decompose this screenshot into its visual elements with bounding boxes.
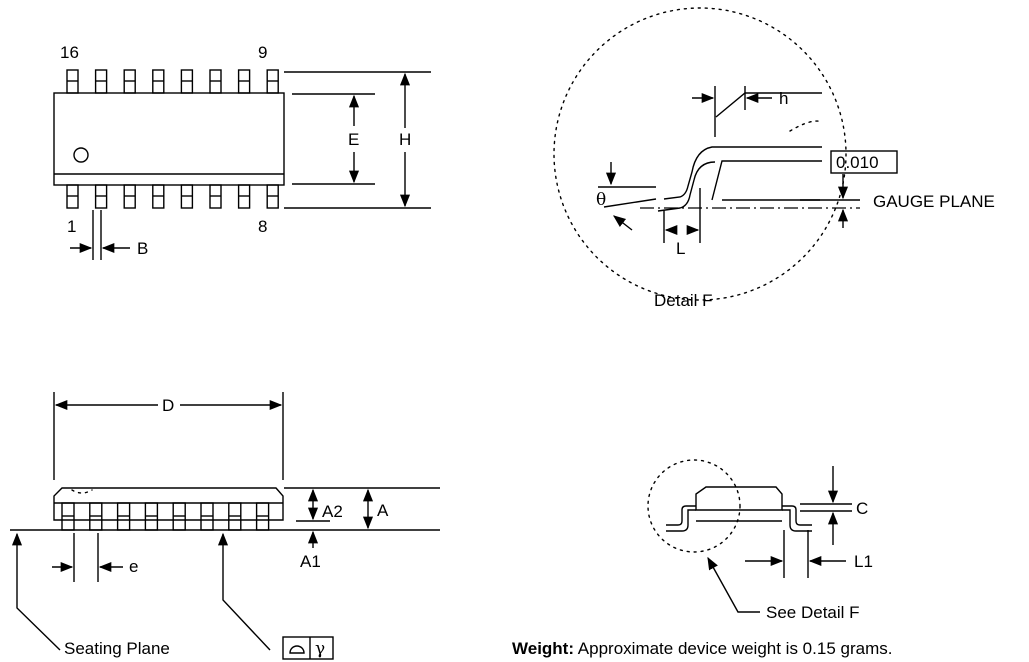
dim-C-label: C [856,499,868,518]
weight-label: Weight: [512,639,574,658]
seating-plane-label: Seating Plane [64,639,170,658]
lead [180,184,194,209]
lead [66,69,79,94]
dim-B-label: B [137,239,148,258]
detail-f-caption: Detail F [654,291,713,310]
dim-B: B [70,210,148,260]
weight-text: Approximate device weight is 0.15 grams. [574,639,892,658]
lead [123,184,136,209]
lead [255,502,270,531]
weight-note: Weight: Approximate device weight is 0.1… [512,639,892,658]
pin-1-label: 1 [67,217,76,236]
lead [237,69,251,94]
lead [94,69,108,94]
lead [116,502,131,531]
side-leads [61,502,270,531]
pin-9-label: 9 [258,43,267,62]
gauge-plane-label: GAUGE PLANE [873,192,995,211]
dim-A2-label: A2 [322,502,343,521]
side-view: D A2 A A1 e Seating Plane γ [10,392,440,660]
lead [209,184,222,209]
theta-label: θ [596,190,606,210]
gamma-label: γ [315,639,325,659]
lead [200,502,214,531]
lead [61,502,75,531]
lead [144,502,159,531]
lead [266,69,279,94]
lead [66,184,79,209]
see-detail-label: See Detail F [766,603,860,622]
body-edge [715,92,822,118]
profile-symbol-icon [289,645,305,654]
top-view: 16 9 1 8 E H B [53,43,431,260]
dim-A1-label: A1 [300,552,321,571]
dim-L1-label: L1 [854,552,873,571]
lead [152,69,165,94]
lead-outer [657,161,716,212]
lead-upper [663,146,822,200]
dim-D-label: D [162,396,174,415]
lead-inner-edge [711,160,822,201]
detail-circle [553,7,847,301]
dim-E: E [292,93,375,185]
end-view: C L1 See Detail F [647,459,873,622]
side-body [53,487,284,521]
detail-f: θ h 0.010 GAUGE PLANE L Detail F [553,7,995,310]
lead [89,502,103,531]
gauge-value-box [830,150,898,174]
dim-h-label: h [779,89,788,108]
coplanarity-box [282,636,334,660]
dim-A-label: A [377,501,389,520]
dim-H: H [284,71,431,209]
lead [123,69,136,94]
dim-L-label: L [676,239,685,258]
detail-ref-circle [647,459,741,553]
pin-8-label: 8 [258,217,267,236]
pin-16-label: 16 [60,43,79,62]
gauge-value: 0.010 [836,153,879,172]
corner-hint [789,120,823,132]
dim-E-label: E [348,130,359,149]
lead [152,184,165,209]
bottom-pins [66,184,279,209]
lead [237,184,251,209]
dim-H-label: H [399,130,411,149]
lead [266,184,279,209]
lead [228,502,242,531]
pin1-marker-dot [73,147,89,163]
lead [209,69,222,94]
lead [94,184,108,209]
top-pins [66,69,279,94]
dim-e-label: e [129,557,138,576]
package-body [53,92,285,186]
lead [172,502,186,531]
lead [180,69,194,94]
